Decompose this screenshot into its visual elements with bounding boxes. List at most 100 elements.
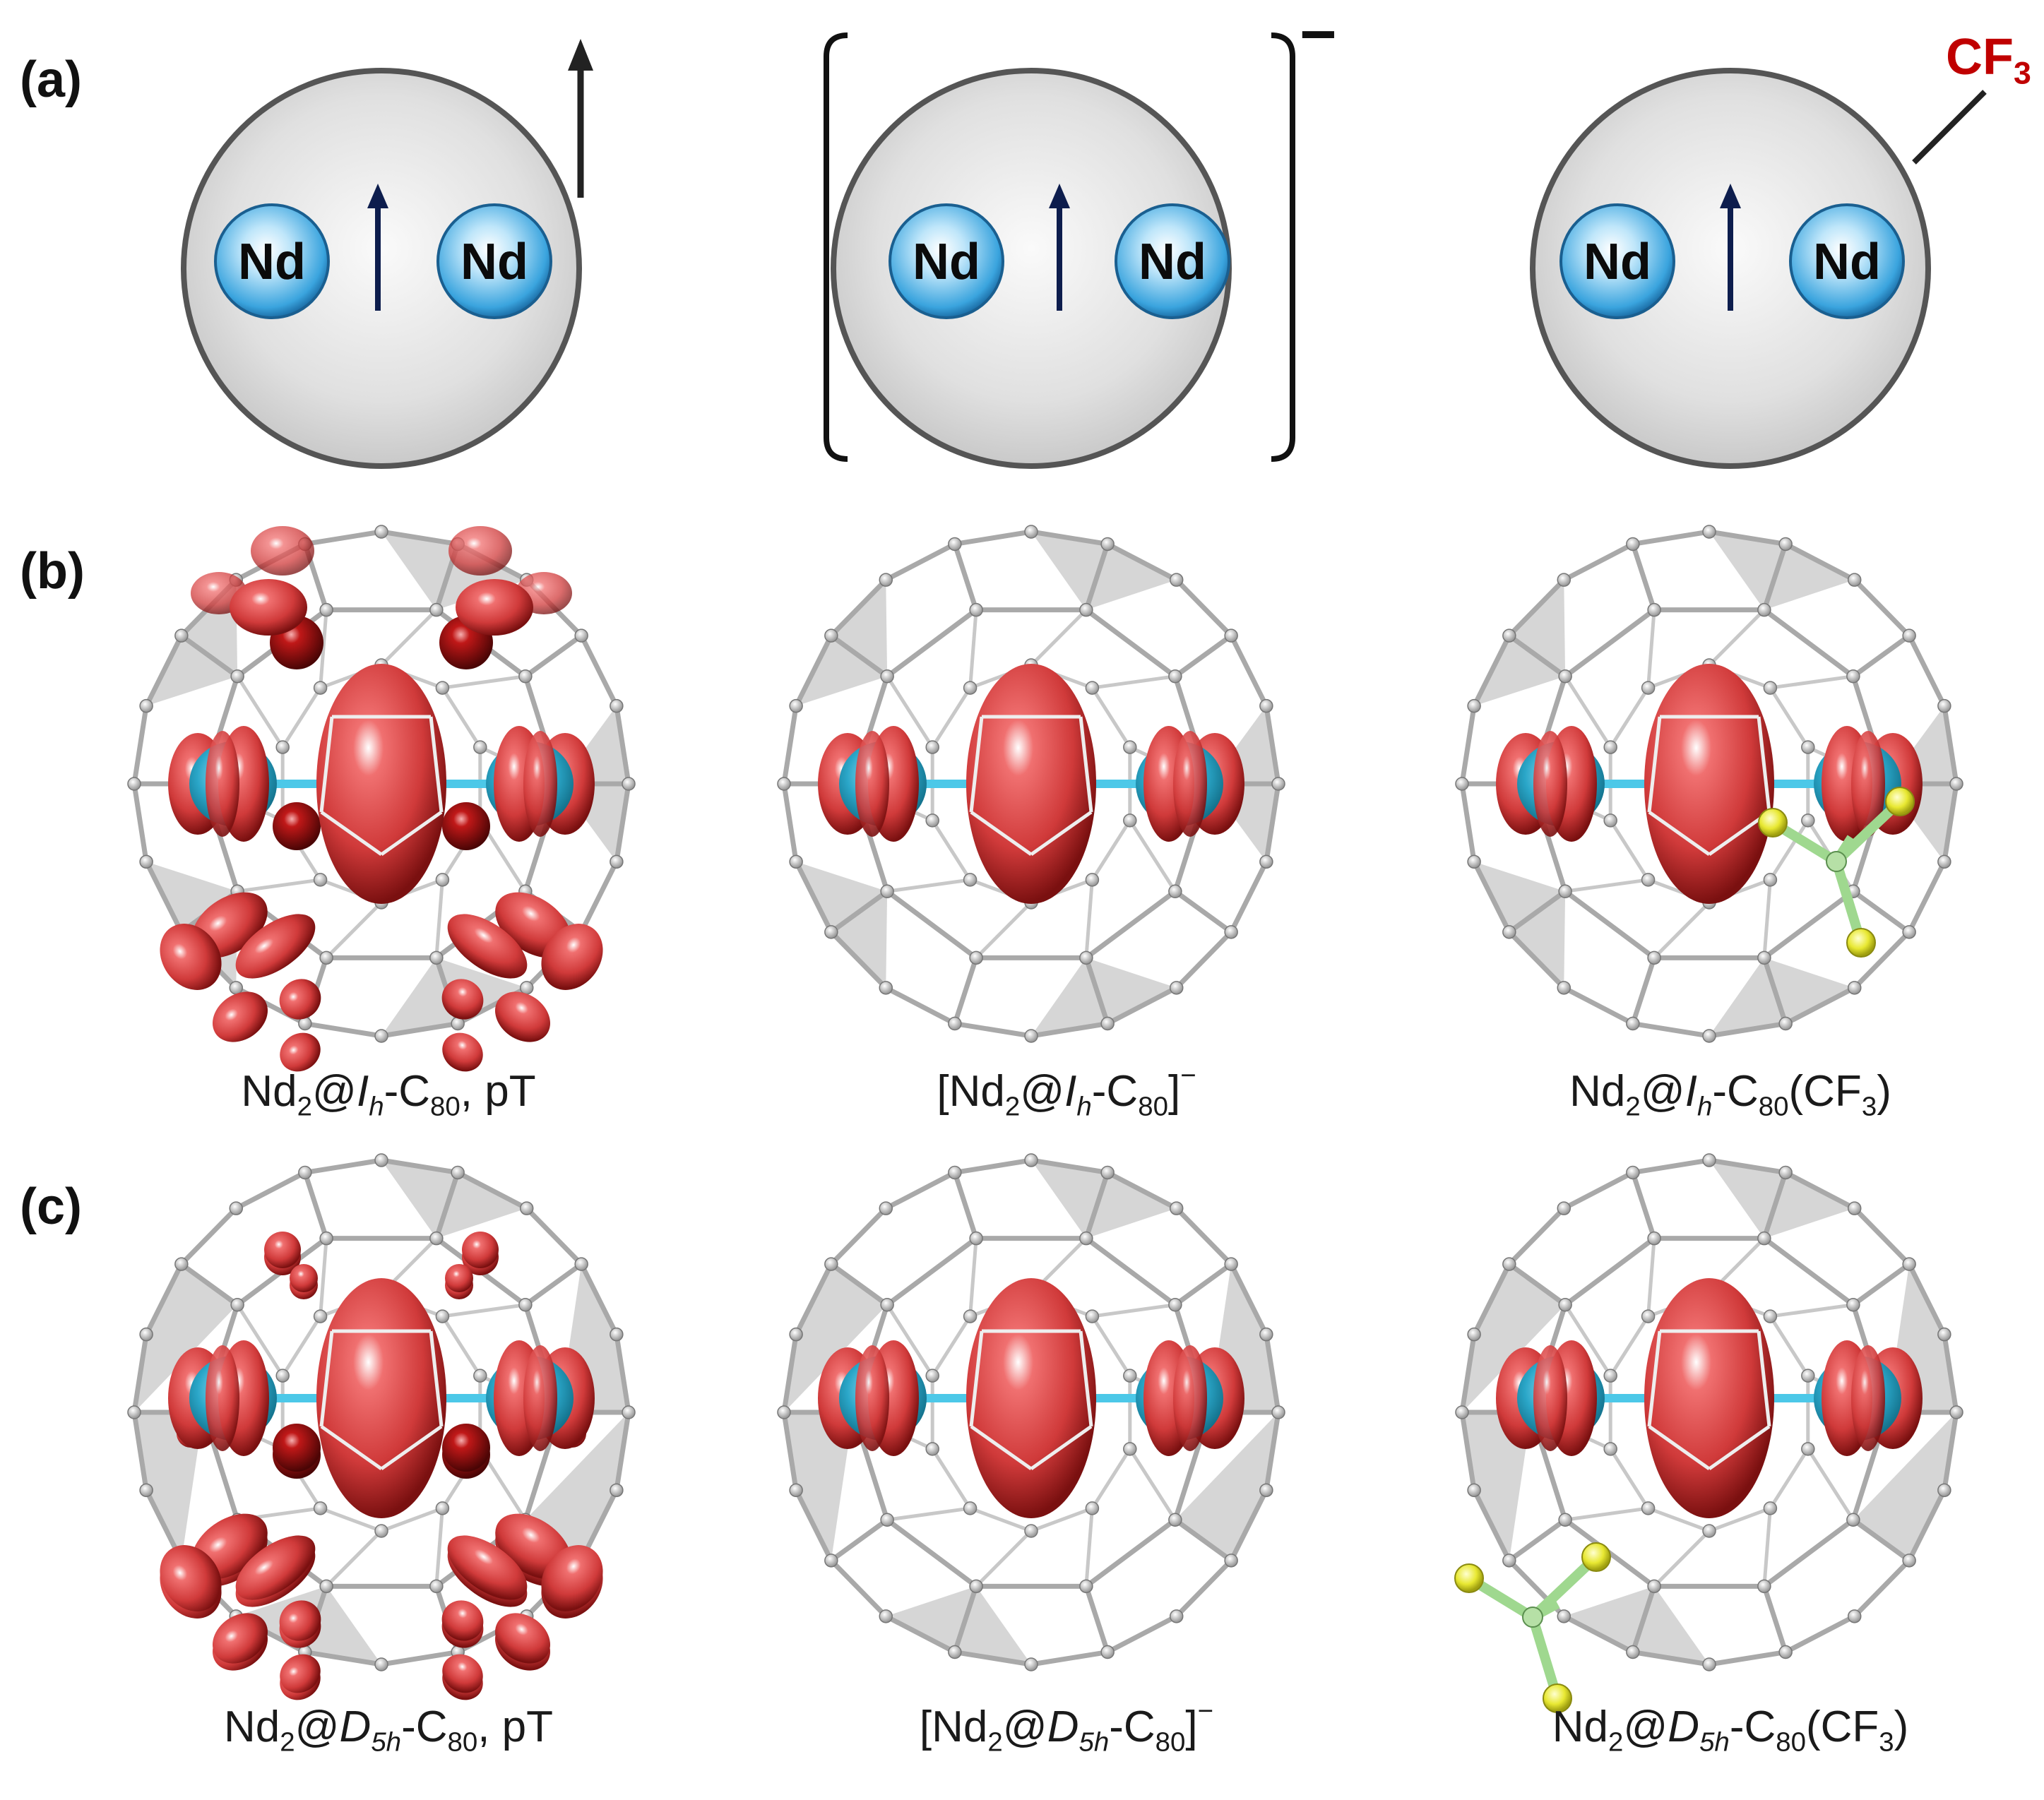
central-spin-density [966, 664, 1096, 904]
cage-bond-back [1647, 1506, 1710, 1533]
carbon-atom [1801, 740, 1815, 754]
cage-bond-back [1770, 1303, 1854, 1318]
carbon-atom [1100, 1165, 1115, 1180]
spin-lobe [442, 1424, 490, 1472]
carbon-atom [777, 1405, 791, 1419]
cage-bond [952, 529, 1034, 547]
spin-lobe [445, 1264, 473, 1292]
spin-arrow [367, 184, 388, 311]
cage-bond-back [1030, 1506, 1093, 1533]
cage-face [1709, 958, 1855, 1036]
cage-face [1031, 532, 1177, 610]
cage-bond-back [1762, 1508, 1772, 1587]
carbon-atom [374, 1029, 388, 1043]
cage-bond [1761, 541, 1788, 613]
carbon-atom [374, 1153, 388, 1167]
cage-face [134, 1412, 203, 1561]
spin-lobe [264, 1232, 301, 1268]
spin-lobe [441, 979, 484, 1020]
cage-bond-front [1030, 810, 1093, 857]
carbon-atom [319, 1579, 333, 1594]
carbon-atom [1801, 1369, 1815, 1383]
cage-bond-back [886, 878, 970, 893]
carbon-atom [1702, 1029, 1716, 1043]
carbon-atom [1763, 873, 1778, 887]
spin-lobe [541, 924, 603, 990]
cage-bond-back [381, 1506, 444, 1533]
carbon-atom [451, 1165, 465, 1180]
spin-lobe [442, 1032, 483, 1072]
spin-lobe [855, 731, 889, 837]
cage-bond [1083, 541, 1110, 613]
carbon-atom [1937, 1327, 1951, 1342]
spin-lobe [495, 1613, 550, 1664]
cage-bond [1706, 1021, 1788, 1039]
cage-bond-back [886, 675, 934, 749]
cage-bond [884, 1236, 979, 1308]
cage-bond-back [931, 1315, 972, 1377]
cage-bond [1562, 607, 1657, 679]
spin-lobe [206, 1345, 239, 1451]
carbon-atom [1763, 1501, 1778, 1515]
cage-bond [1630, 1157, 1712, 1175]
cage-face [525, 1412, 629, 1561]
cf3-group [1454, 1542, 1611, 1713]
cage-bond-back [442, 674, 526, 690]
cage-bond-front [320, 810, 383, 857]
cf3-group [1758, 787, 1915, 958]
carbon-atom [880, 1298, 894, 1312]
fluorine-atom [1454, 1563, 1484, 1593]
cage-bond [434, 1169, 461, 1241]
caption-b-1: Nd2@Ih-C80, pT [241, 1067, 536, 1122]
cage-bond-back [1609, 1315, 1650, 1377]
cage-bond [523, 633, 584, 679]
cage-bond [1706, 1157, 1788, 1175]
cage-bond [883, 1614, 958, 1655]
cage-bond [1942, 703, 1959, 787]
cage-bond [828, 1205, 889, 1267]
carbon-atom [948, 1165, 962, 1180]
cage-bond-front [429, 716, 444, 813]
cage-bond-back [1091, 686, 1131, 749]
nd-atom-left: Nd [1559, 203, 1675, 319]
cage-bond [233, 1169, 308, 1211]
cage-bond [952, 541, 979, 613]
cage-bond-back [1609, 1448, 1650, 1510]
cage-bond [828, 633, 890, 679]
caption-c-2: [Nd2@D5h-C80]− [919, 1695, 1214, 1758]
cage-bond [379, 529, 461, 547]
spin-arrow [1720, 184, 1741, 311]
carbon-atom [1259, 1483, 1273, 1498]
cage-bond [793, 633, 834, 709]
cage-bond [614, 781, 631, 864]
carbon-atom [1902, 1554, 1916, 1568]
cage-bond-back [1091, 1448, 1131, 1510]
cage-bond [302, 1169, 329, 1241]
carbon-atom [880, 669, 894, 684]
carbon-atom [1467, 1327, 1481, 1342]
carbon-atom [127, 1405, 141, 1419]
cage-bond [1906, 859, 1947, 935]
spin-lobe [230, 579, 307, 636]
cage-bond-front [319, 1330, 334, 1427]
cage-bond-front [1708, 1424, 1771, 1471]
cage-bond [1507, 1517, 1568, 1563]
cage-bond [1028, 1650, 1110, 1667]
carbon-atom [1641, 873, 1656, 887]
spin-lobe [280, 1654, 321, 1693]
cage-spin-arrow [568, 39, 593, 198]
cage-face [784, 1264, 888, 1412]
cage-face [1853, 1412, 1956, 1561]
cage-bond-back [1084, 879, 1094, 958]
cage-bond-back [1091, 819, 1131, 881]
cage-bond [1630, 529, 1712, 547]
fullerene-cage [1455, 525, 1963, 1043]
carbon-atom [429, 950, 444, 965]
carbon-atom [1123, 813, 1137, 828]
carbon-atom [1271, 777, 1285, 791]
cage-bond-back [1084, 1508, 1094, 1587]
cage-bond-back [1609, 686, 1650, 749]
spin-lobe [1851, 731, 1885, 837]
carbon-atom [948, 537, 962, 552]
carbon-atom [1626, 537, 1640, 552]
